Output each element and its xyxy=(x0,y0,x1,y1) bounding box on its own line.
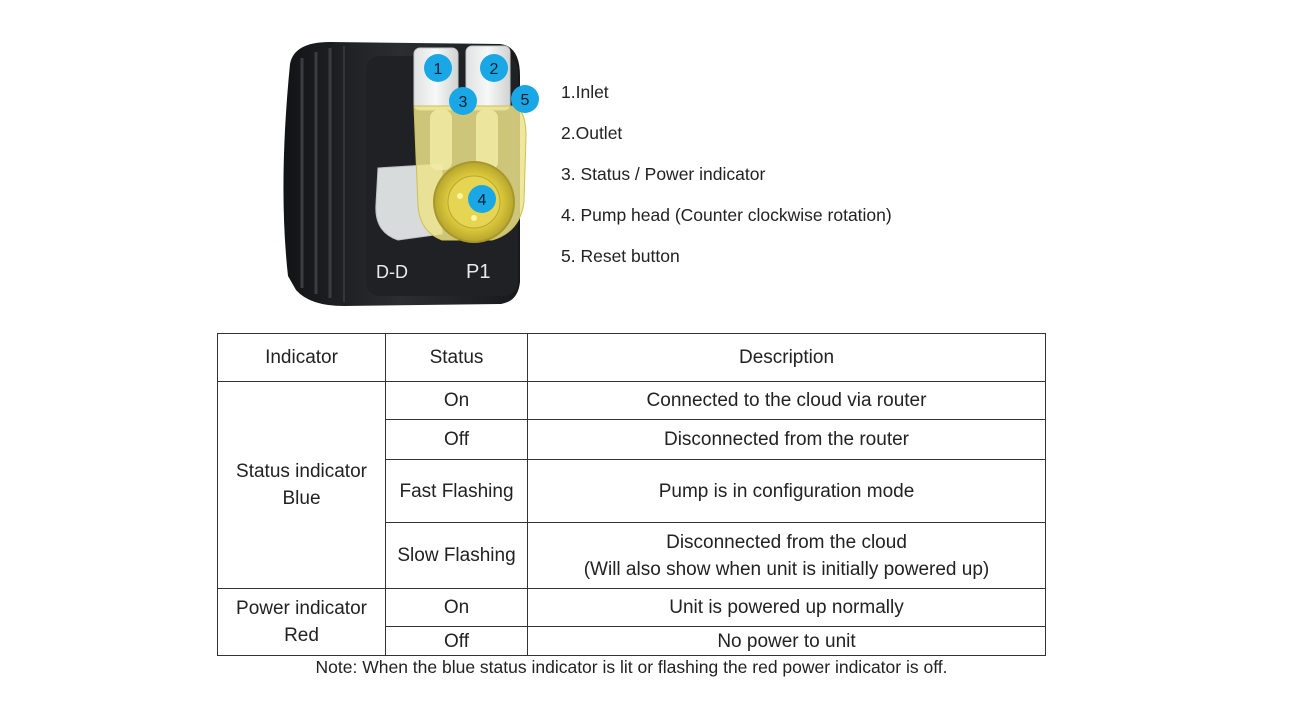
description-line: (Will also show when unit is initially p… xyxy=(583,558,990,580)
marker-3: 3 xyxy=(449,87,477,115)
svg-text:1: 1 xyxy=(434,61,443,78)
table-row: Off No power to unit xyxy=(218,626,1046,656)
table-row: Slow Flashing Disconnected from the clou… xyxy=(218,522,1046,589)
status-cell: On xyxy=(385,588,528,627)
svg-text:5: 5 xyxy=(521,92,530,109)
table-row: Status indicator Blue On Connected to th… xyxy=(217,381,1046,589)
svg-text:2: 2 xyxy=(490,61,499,78)
status-cell: Fast Flashing xyxy=(385,459,528,523)
product-image: D-D P1 1 2 3 4 5 xyxy=(283,42,539,306)
description-cell: No power to unit xyxy=(527,626,1046,656)
indicator-label-line: Status indicator xyxy=(236,461,367,482)
svg-text:4: 4 xyxy=(478,192,487,209)
status-cell: Off xyxy=(385,419,528,460)
table-row: Power indicator Red On Unit is powered u… xyxy=(217,588,1046,656)
legend-item-status-indicator: 3. Status / Power indicator xyxy=(561,164,766,184)
indicator-cell-red: Power indicator Red xyxy=(217,588,386,656)
marker-4: 4 xyxy=(468,185,496,213)
indicator-label-line: Power indicator xyxy=(236,598,367,619)
indicator-label-line: Red xyxy=(284,625,319,646)
header-status: Status xyxy=(385,333,528,382)
description-cell: Unit is powered up normally xyxy=(527,588,1046,627)
table-header-row: Indicator Status Description xyxy=(217,333,1046,382)
component-legend: 1.Inlet 2.Outlet 3. Status / Power indic… xyxy=(561,78,892,283)
status-cell: On xyxy=(385,381,528,420)
header-description: Description xyxy=(527,333,1046,382)
marker-2: 2 xyxy=(480,54,508,82)
legend-item-inlet: 1.Inlet xyxy=(561,82,609,102)
description-cell: Disconnected from the router xyxy=(527,419,1046,460)
description-cell: Connected to the cloud via router xyxy=(527,381,1046,420)
description-cell: Disconnected from the cloud (Will also s… xyxy=(527,522,1046,589)
indicator-cell-blue: Status indicator Blue xyxy=(217,381,386,589)
description-cell: Pump is in configuration mode xyxy=(527,459,1046,523)
legend-item-reset-button: 5. Reset button xyxy=(561,246,680,266)
table-row: Fast Flashing Pump is in configuration m… xyxy=(218,459,1046,523)
legend-item-pump-head: 4. Pump head (Counter clockwise rotation… xyxy=(561,205,892,225)
marker-5: 5 xyxy=(511,85,539,113)
header-indicator: Indicator xyxy=(217,333,386,382)
status-cell: Off xyxy=(385,626,528,656)
indicator-label-line: Blue xyxy=(282,488,321,509)
svg-text:3: 3 xyxy=(459,94,468,111)
table-note: Note: When the blue status indicator is … xyxy=(315,657,948,677)
status-cell: Slow Flashing xyxy=(385,522,528,589)
marker-1: 1 xyxy=(424,54,452,82)
legend-item-outlet: 2.Outlet xyxy=(561,123,623,143)
model-label: P1 xyxy=(466,261,490,283)
description-line: Disconnected from the cloud xyxy=(666,531,907,553)
brand-logo: D-D xyxy=(376,262,408,282)
indicator-table: Indicator Status Description Status indi… xyxy=(217,333,1046,656)
